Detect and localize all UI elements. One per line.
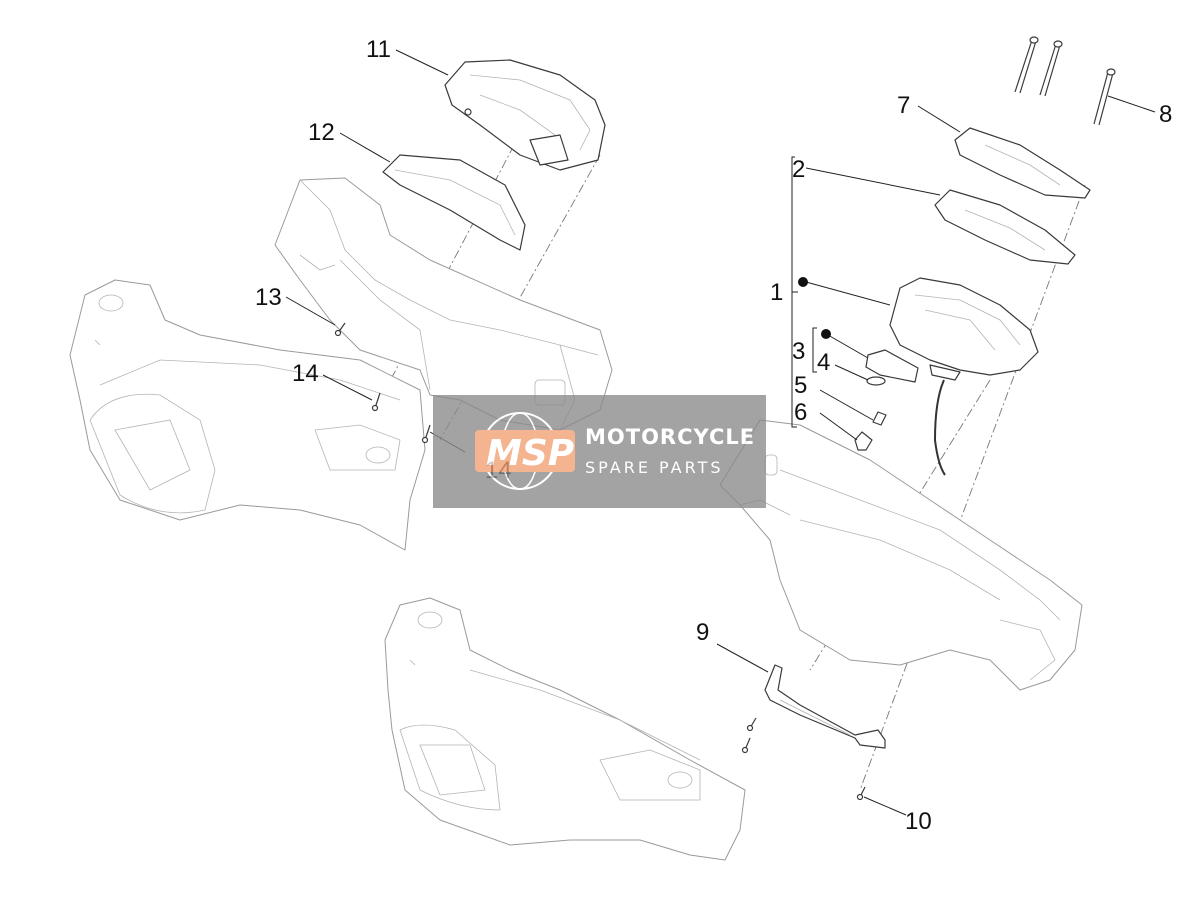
watermark-logo: MSP: [486, 433, 574, 474]
screw-10: [856, 786, 866, 801]
bulb-socket-6: [854, 431, 873, 451]
handlebar-back-cover-upper: [274, 177, 613, 431]
callout-11: 11: [366, 36, 391, 63]
watermark-line1: MOTORCYCLE: [585, 425, 755, 449]
callout-13: 13: [255, 284, 282, 311]
watermark-logo-badge: [475, 430, 575, 472]
screw-9-b: [741, 737, 751, 754]
callout-3: 3: [792, 338, 805, 365]
callout-9: 9: [696, 619, 709, 646]
instrument-cluster-right: [889, 277, 1039, 476]
instrument-lens-left: [382, 154, 526, 251]
instrument-cluster-left: [444, 59, 606, 171]
bracket-9: [764, 664, 886, 749]
handlebar-front-cover-left: [69, 279, 426, 551]
watermark-line2: SPARE PARTS: [585, 458, 724, 477]
callout-1: 1: [770, 279, 783, 306]
callout-2: 2: [792, 156, 805, 183]
oring-4: [866, 376, 886, 386]
handlebar-back-cover-right: [719, 419, 1083, 691]
display-pad-3: [865, 349, 919, 383]
handlebar-front-cover-bottom: [384, 597, 746, 861]
bolts-8: [1014, 36, 1116, 126]
cluster-frame-7: [954, 127, 1091, 199]
screw-14-b: [421, 424, 431, 444]
bulb-5: [872, 411, 887, 426]
callout-6: 6: [794, 399, 807, 426]
callout-5: 5: [794, 372, 807, 399]
screw-13: [334, 322, 346, 337]
cluster-frame-2: [934, 189, 1076, 265]
callout-10: 10: [905, 808, 932, 835]
callout-7: 7: [897, 92, 910, 119]
screw-14-a: [371, 392, 381, 412]
callout-4: 4: [817, 349, 830, 376]
callout-12: 12: [308, 119, 335, 146]
callout-14-a: 14: [292, 360, 319, 387]
watermark: MSP MOTORCYCLE SPARE PARTS: [433, 395, 766, 508]
callout-8: 8: [1159, 101, 1172, 128]
screw-9-a: [746, 717, 757, 732]
